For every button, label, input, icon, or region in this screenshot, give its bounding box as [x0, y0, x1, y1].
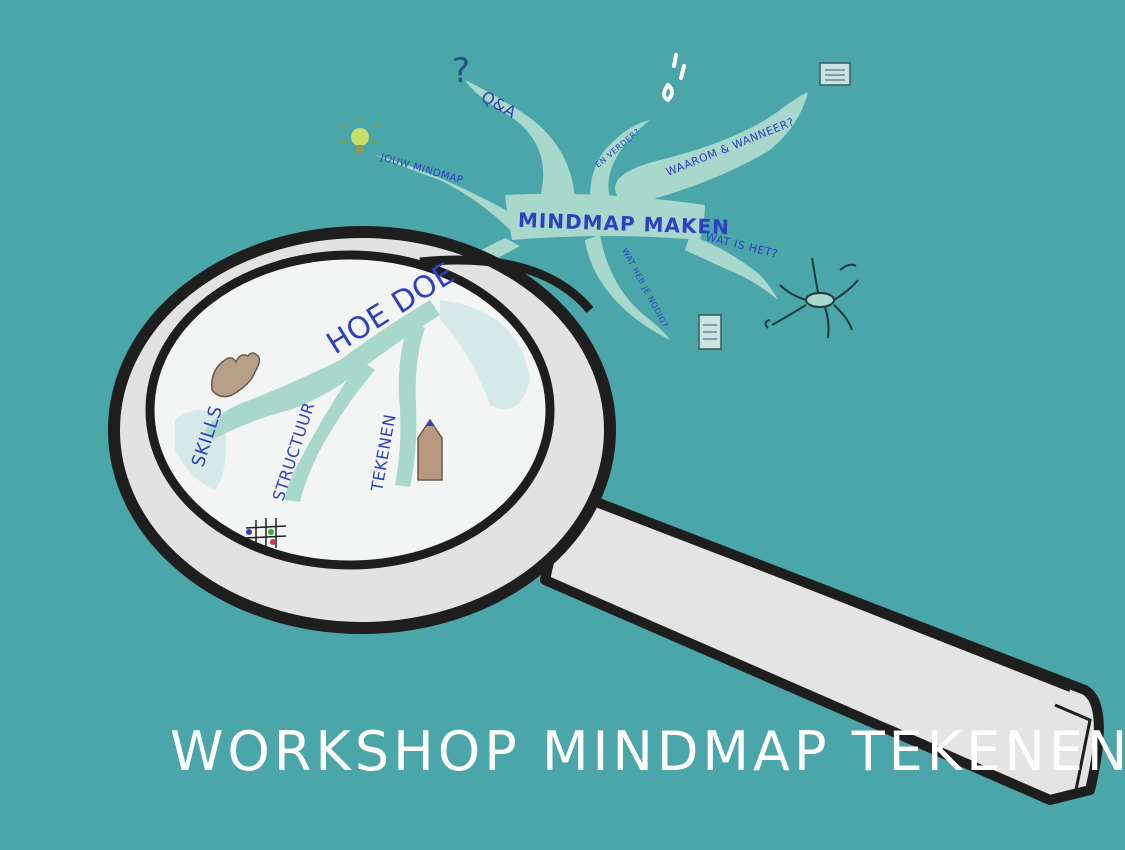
magnifier	[108, 226, 1104, 805]
magnifier-handle	[540, 485, 1104, 805]
pencil-icon	[417, 418, 443, 481]
mini-mindmap-icon	[764, 257, 859, 339]
branch-label-en-verder: EN VERDER?	[594, 127, 642, 170]
note-icon	[698, 314, 722, 350]
mindmap-tree	[375, 80, 808, 340]
workshop-title: WORKSHOP MINDMAP TEKENEN	[170, 720, 1125, 783]
magnifier-lens	[145, 250, 555, 570]
grid-icon	[245, 518, 287, 548]
lightbulb-icon	[339, 116, 381, 153]
lens-tree	[205, 300, 440, 502]
hand-icon	[211, 352, 261, 398]
question-mark-icon: ?	[452, 51, 470, 91]
speech-icon	[662, 53, 686, 103]
book-icon	[819, 62, 851, 86]
branch-label-jouw-mindmap: JOUW MINDMAP	[378, 152, 464, 186]
